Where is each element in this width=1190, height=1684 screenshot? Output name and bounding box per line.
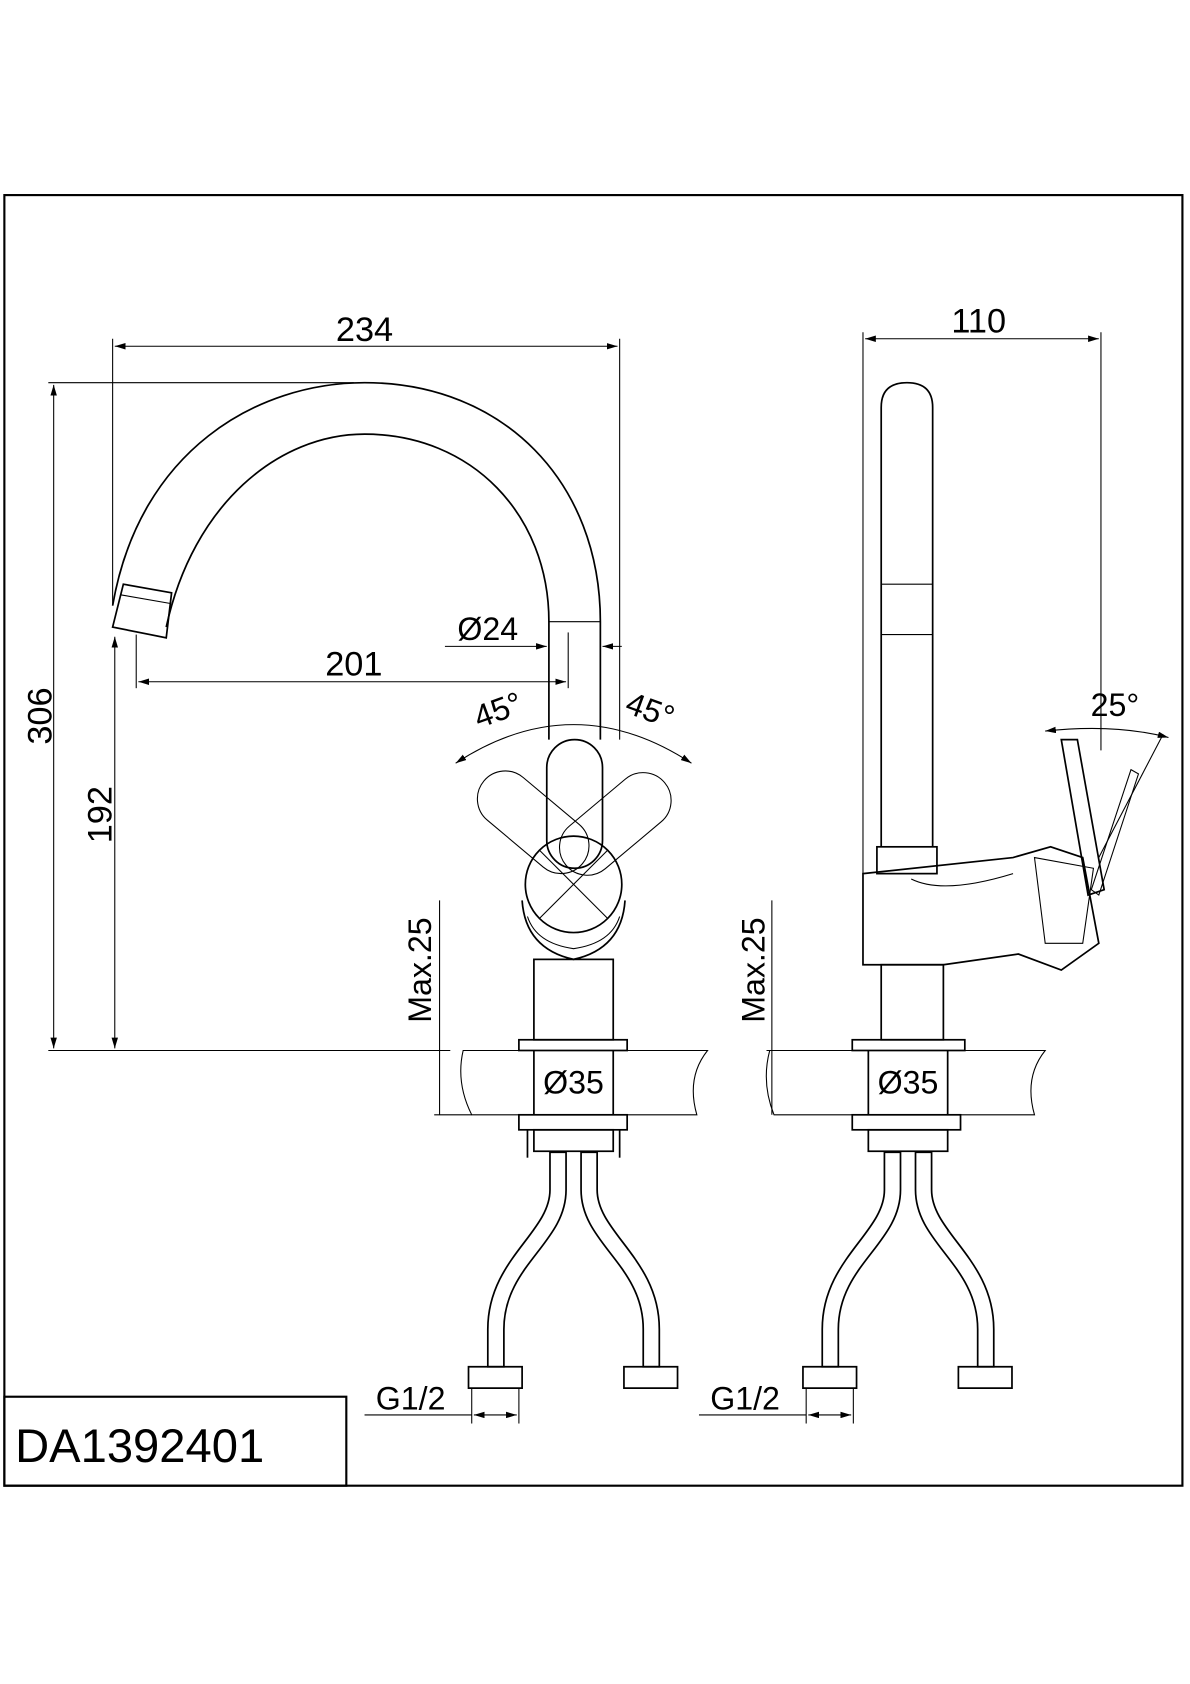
spout-side (880, 381, 934, 847)
dim-reach-201: 201 (325, 645, 382, 683)
dim-thread-left: G1/2 (376, 1381, 446, 1417)
side-view: 110 25° Ø35 Max.25 (698, 302, 1169, 1424)
countertop-section (460, 1049, 709, 1116)
faucet-body (533, 958, 615, 1041)
drawing-frame (3, 194, 1184, 1487)
model-number: DA1392401 (15, 1419, 264, 1472)
hose-left (486, 1151, 567, 1368)
dim-max-thickness: Max.25 (402, 917, 438, 1022)
spout-inner (165, 433, 550, 740)
dim-hole-35-side: Ø35 (878, 1064, 939, 1100)
hose-right-side (914, 1151, 995, 1368)
dim-spout-dia: Ø24 (457, 611, 518, 647)
dim-height-306: 306 (22, 687, 60, 744)
dim-width-234: 234 (336, 311, 393, 349)
hose-right (580, 1151, 661, 1368)
base-flange (518, 1038, 629, 1052)
aerator (111, 583, 173, 639)
angle-tilt-25: 25° (1091, 687, 1140, 723)
front-view: 234 306 192 201 Ø24 45° 45° (22, 311, 709, 1424)
title-block: DA1392401 (3, 1395, 348, 1487)
dim-max-thickness-side: Max.25 (735, 917, 771, 1022)
lever-side (1060, 738, 1106, 897)
spout-outer (111, 381, 602, 740)
angle-left-45: 45° (469, 685, 527, 735)
countertop-section-side (765, 1049, 1047, 1116)
dim-hole-35: Ø35 (543, 1064, 604, 1100)
hose-left-side (821, 1151, 902, 1368)
angle-right-45: 45° (621, 685, 679, 735)
dim-spout-height-192: 192 (82, 786, 120, 843)
faucet-body-side (862, 845, 1100, 972)
dim-thread-side: G1/2 (710, 1381, 780, 1417)
dim-depth-110: 110 (951, 302, 1006, 340)
lever-handle (476, 738, 672, 961)
